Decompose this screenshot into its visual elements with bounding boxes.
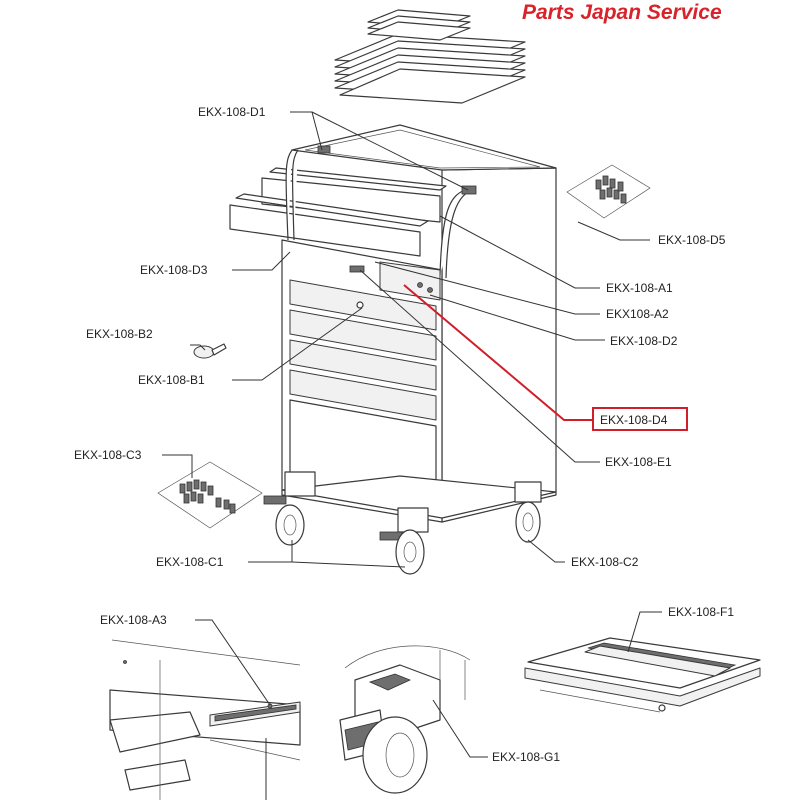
label-ekx-108-b1[interactable]: EKX-108-B1 [138,373,205,387]
label-ekx-108-d2[interactable]: EKX-108-D2 [610,334,678,348]
detail-caster [339,645,471,794]
label-ekx-108-f1[interactable]: EKX-108-F1 [668,605,734,619]
highlight-leader [403,284,688,431]
tool-cabinet [229,124,557,523]
part-labels: EKX-108-D1 EKX-108-D5 EKX-108-D3 EKX-108… [74,105,734,764]
caster-rear-right [514,481,542,543]
label-ekx-108-c1[interactable]: EKX-108-C1 [156,555,224,569]
label-ekx-108-c2[interactable]: EKX-108-C2 [571,555,639,569]
drawer-mat-stack [334,9,526,104]
label-ekx-108-d1[interactable]: EKX-108-D1 [198,105,266,119]
label-ekx-108-e1[interactable]: EKX-108-E1 [605,455,672,469]
label-ekx-108-g1[interactable]: EKX-108-G1 [492,750,560,764]
detail-drawer-slide [109,639,301,800]
caster-front-right [379,507,429,575]
caster-front-left [263,471,316,546]
leader-lines [162,111,662,800]
detail-drawer-liner [524,637,761,713]
hardware-bag-c3 [157,461,263,529]
label-ekx-108-d4[interactable]: EKX-108-D4 [600,413,668,427]
label-ekx-108-b2[interactable]: EKX-108-B2 [86,327,153,341]
label-ekx-108-a3[interactable]: EKX-108-A3 [100,613,167,627]
watermark-text: Parts Japan Service [522,1,722,24]
highlight-box-d4 [592,407,688,431]
hardware-bag-d5 [566,164,651,219]
label-ekx-108-c3[interactable]: EKX-108-C3 [74,448,142,462]
label-ekx-108-d5[interactable]: EKX-108-D5 [658,233,726,247]
key-icon [193,343,227,359]
label-ekx108-a2[interactable]: EKX108-A2 [606,307,669,321]
label-ekx-108-d3[interactable]: EKX-108-D3 [140,263,208,277]
label-ekx-108-a1[interactable]: EKX-108-A1 [606,281,673,295]
